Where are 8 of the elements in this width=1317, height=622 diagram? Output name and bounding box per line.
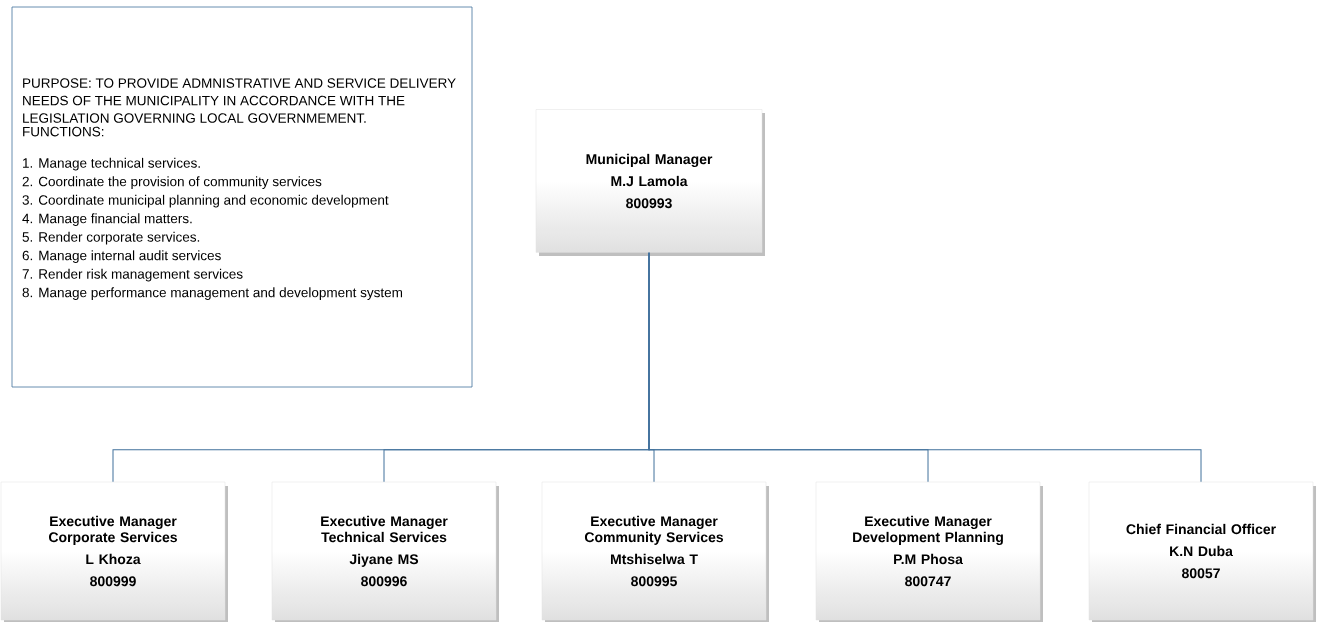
connector-line	[648, 252, 1202, 483]
position-box: Chief Financial Officer K.N Duba 80057	[1088, 481, 1316, 622]
position-box: Executive Manager Technical Services Jiyane MS 800996	[271, 481, 499, 622]
position-box: Executive Manager Development Planning P.M Phosa 800747	[815, 481, 1043, 622]
position-box: Municipal Manager M.J Lamola 800993	[535, 109, 765, 256]
purpose-box: PURPOSE: TO PROVIDE ADMNISTRATIVE AND SERVICE DELIVERY NEEDS OF THE MUNICIPALITY IN ACCORDANCE WITH THE LEGISLATION GOVERNING LOCAL GOVERNMEMENT. FUNCTIONS: 1. Manage technical services. 2. Coordinate the provision of community services 3. Coordinate municipal planning and economic development 4. Manage financial matters. 5. Render corporate services. 6. Manage internal audit services 7. Render risk management services 8. Manage performance management and development system	[11, 6, 473, 388]
position-box: Executive Manager Community Services Mtshiselwa T 800995	[541, 481, 769, 622]
position-box: Executive Manager Corporate Services L Khoza 800999	[0, 481, 228, 622]
